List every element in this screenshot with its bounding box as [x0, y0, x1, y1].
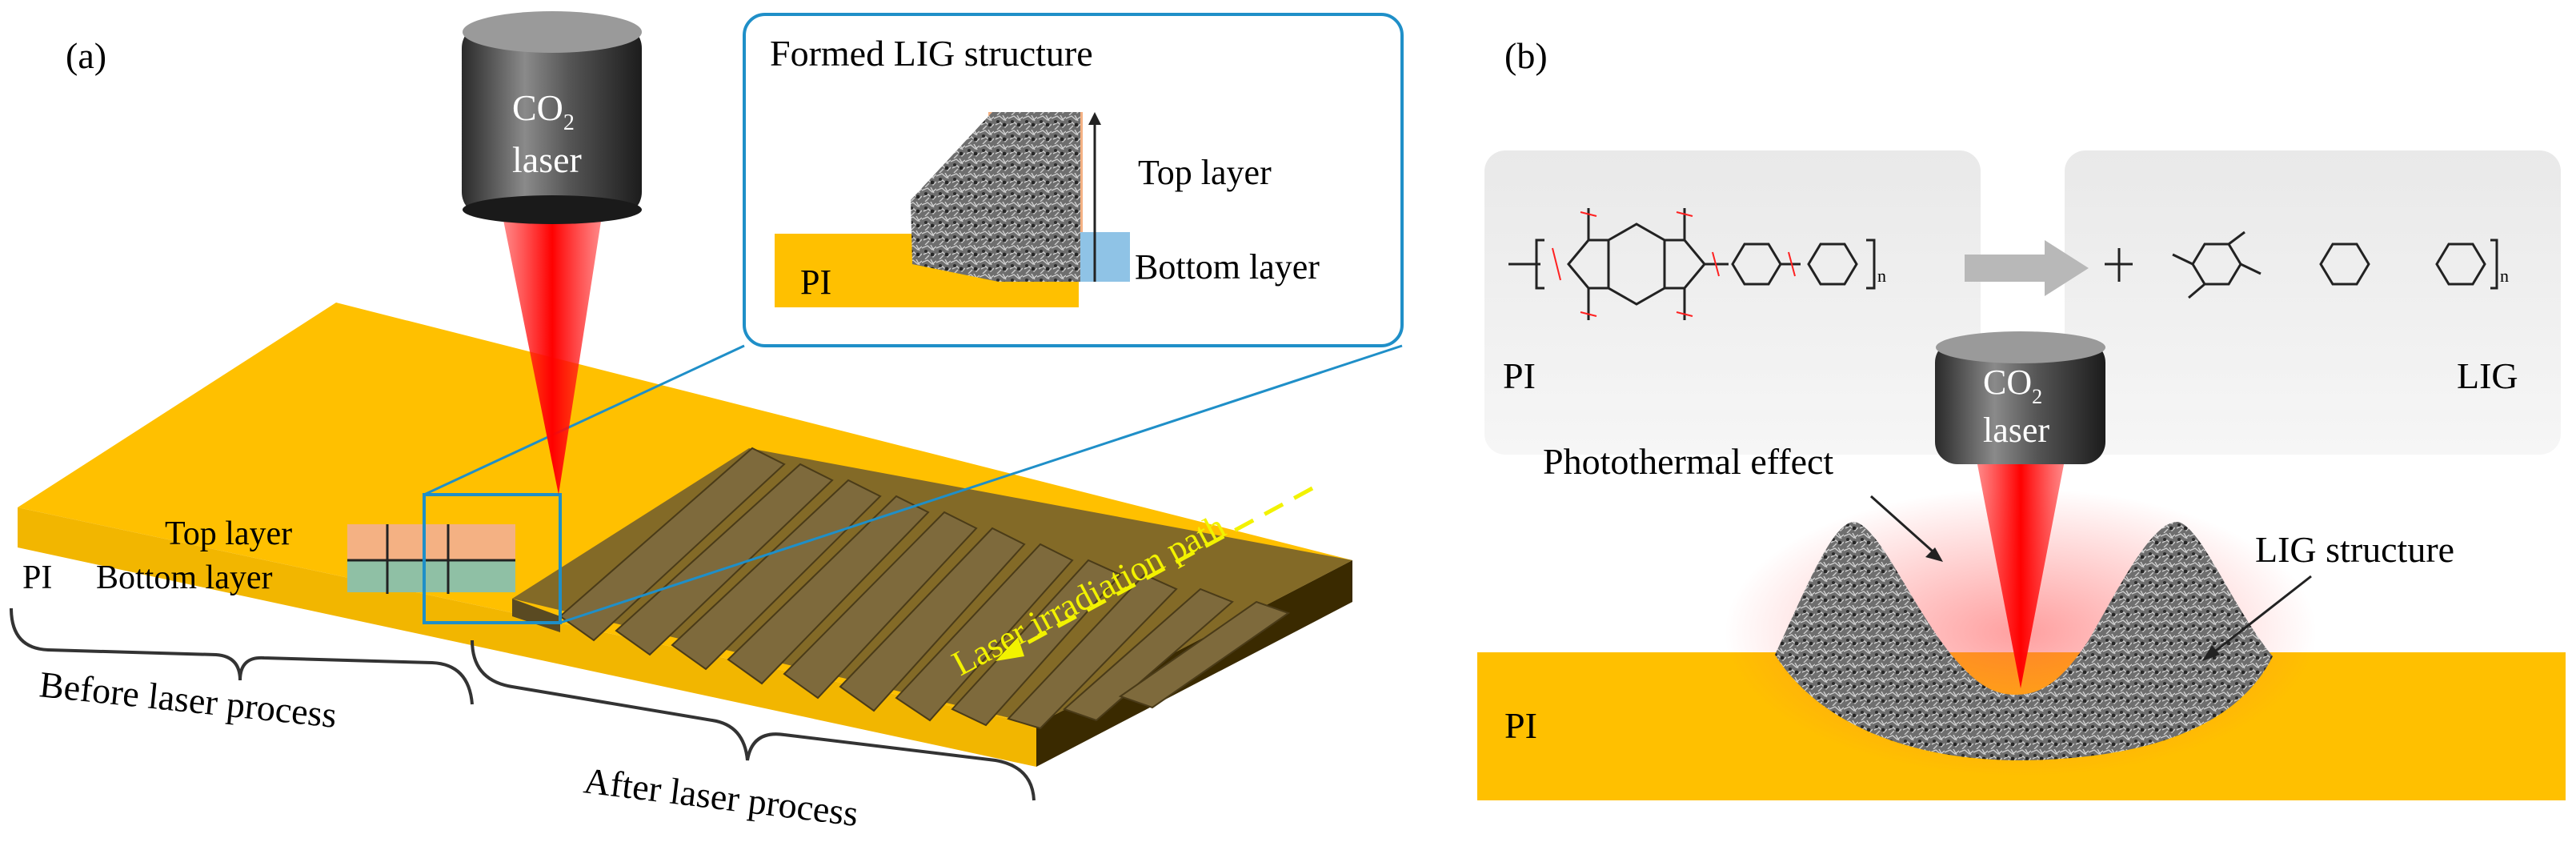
laser-beam-b	[1977, 460, 2065, 688]
inset-arrowhead	[1088, 112, 1101, 125]
pi-structure-icon	[1508, 208, 1876, 320]
lig-structure-label: LIG structure	[2255, 529, 2454, 570]
lig-chem-box	[2065, 150, 2561, 455]
inset-top-layer-label: Top layer	[1138, 153, 1272, 192]
inset-sem-image	[911, 112, 1080, 282]
laser-beam-a	[503, 216, 602, 495]
lig-structure-arrowhead	[2202, 645, 2220, 661]
pi-chem-label: PI	[1503, 355, 1536, 396]
zoom-line-2	[559, 344, 1403, 624]
panel-b-label: (b)	[1504, 35, 1548, 76]
lig-chem-label: LIG	[2457, 355, 2518, 396]
pi-chem-box	[1484, 150, 1981, 455]
inset-title: Formed LIG structure	[770, 33, 1093, 74]
inset-pi-label: PI	[800, 263, 831, 302]
lig-ridges	[559, 447, 1291, 730]
conversion-arrow	[1965, 240, 2089, 296]
inset-box: Formed LIG structure PI Top layer Bottom…	[743, 13, 1404, 347]
bottom-layer-band	[347, 560, 515, 592]
brace-after	[471, 639, 1036, 801]
lig-structure-pointer	[2208, 575, 2312, 658]
before-label: Before laser process	[38, 664, 339, 736]
top-layer-label: Top layer	[165, 515, 292, 552]
pi-label: PI	[22, 559, 52, 596]
inset-bottom-layer-label: Bottom layer	[1135, 247, 1320, 287]
pi-n-subscript: n	[1877, 266, 1886, 286]
laser-b-label-laser: laser	[1983, 411, 2049, 450]
top-layer-band	[347, 524, 515, 560]
laser-a-label-laser: laser	[512, 139, 582, 180]
photothermal-label: Photothermal effect	[1543, 441, 1833, 482]
panel-a: (a) Top layer Bottom	[10, 11, 1404, 834]
pi-bond-marks	[1552, 211, 1796, 317]
panel-a-label: (a)	[66, 35, 106, 76]
laser-path-arrowhead	[996, 637, 1024, 661]
after-label: After laser process	[582, 760, 860, 834]
pi-base-label: PI	[1504, 705, 1537, 746]
laser-path-arrow	[1008, 486, 1314, 655]
zoom-box	[423, 493, 562, 624]
photothermal-arrowhead	[1925, 547, 1943, 562]
laser-b-label-co: CO2	[1983, 363, 2042, 408]
lig-n-subscript: n	[2500, 266, 2509, 286]
lig-structure-icon	[2105, 231, 2498, 299]
brace-before	[10, 607, 474, 705]
bottom-layer-label: Bottom layer	[96, 559, 272, 596]
zoom-line-1	[423, 344, 745, 496]
laser-head-a: CO2 laser	[462, 11, 642, 224]
photothermal-pointer	[1870, 495, 1939, 558]
panel-b: (b) n	[1477, 35, 2566, 800]
inset-bottom-layer	[1080, 232, 1130, 282]
pi-slab-front	[18, 507, 1036, 767]
laser-head-b: CO2 laser	[1935, 331, 2105, 464]
lig-trench	[1775, 521, 2273, 760]
laser-a-label-co: CO2	[512, 87, 575, 135]
